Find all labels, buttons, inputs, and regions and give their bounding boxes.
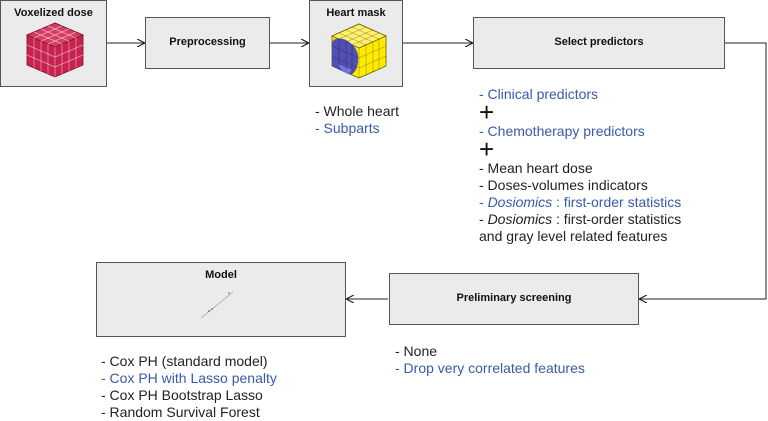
option-none: - None <box>395 343 438 359</box>
heart-mask-box: Heart mask <box>309 0 403 87</box>
screening-options: - None - Drop very correlated features <box>395 343 585 377</box>
predictor-options: - Clinical predictors + - Chemotherapy p… <box>479 86 681 245</box>
option-gray-level-features: and gray level related features <box>479 228 668 244</box>
dosiomics-label: Dosiomics <box>487 211 553 227</box>
model-options: - Cox PH (standard model) - Cox PH with … <box>101 353 277 421</box>
heart-mask-options: - Whole heart - Subparts <box>315 103 399 137</box>
option-dosiomics-first-order: - Dosiomics : first-order statistics <box>479 194 682 210</box>
option-cox-ph-lasso: - Cox PH with Lasso penalty <box>101 370 277 386</box>
dosiomics-label: Dosiomics <box>487 194 553 210</box>
option-chemotherapy-predictors: - Chemotherapy predictors <box>479 123 645 139</box>
voxelized-dose-box: Voxelized dose <box>0 0 107 87</box>
option-whole-heart: - Whole heart <box>315 103 400 119</box>
option-dosiomics-gray-level: - Dosiomics : first-order statistics <box>479 211 682 227</box>
option-clinical-predictors: - Clinical predictors <box>479 86 599 102</box>
preliminary-screening-box: Preliminary screening <box>389 273 639 325</box>
option-cox-ph-standard: - Cox PH (standard model) <box>101 353 268 369</box>
select-predictors-box: Select predictors <box>473 17 725 69</box>
option-subparts: - Subparts <box>315 120 380 136</box>
arrow-predictors-to-screening <box>640 42 767 299</box>
heart-mask-cube-icon <box>331 23 387 79</box>
dosiomics-gray-text: : first-order statistics <box>552 211 682 227</box>
model-thumbnail-icon <box>200 291 234 319</box>
option-drop-correlated: - Drop very correlated features <box>395 360 585 376</box>
select-predictors-title: Select predictors <box>554 36 644 48</box>
option-mean-heart-dose: - Mean heart dose <box>479 160 593 176</box>
plus-sign-1: + <box>479 97 495 127</box>
preprocessing-title: Preprocessing <box>169 36 246 48</box>
plus-sign-2: + <box>479 134 495 164</box>
preliminary-screening-title: Preliminary screening <box>456 292 572 304</box>
dosiomics-first-order-text: : first-order statistics <box>552 194 682 210</box>
model-box: Model <box>96 262 346 337</box>
voxel-cube-icon <box>25 22 85 78</box>
model-title: Model <box>205 269 237 281</box>
voxelized-dose-title: Voxelized dose <box>14 7 93 19</box>
option-random-survival-forest: - Random Survival Forest <box>101 404 260 420</box>
option-cox-ph-bootstrap-lasso: - Cox PH Bootstrap Lasso <box>101 387 263 403</box>
heart-mask-title: Heart mask <box>326 7 386 19</box>
preprocessing-box: Preprocessing <box>145 17 270 69</box>
option-dose-volume-indicators: - Doses-volumes indicators <box>479 177 648 193</box>
